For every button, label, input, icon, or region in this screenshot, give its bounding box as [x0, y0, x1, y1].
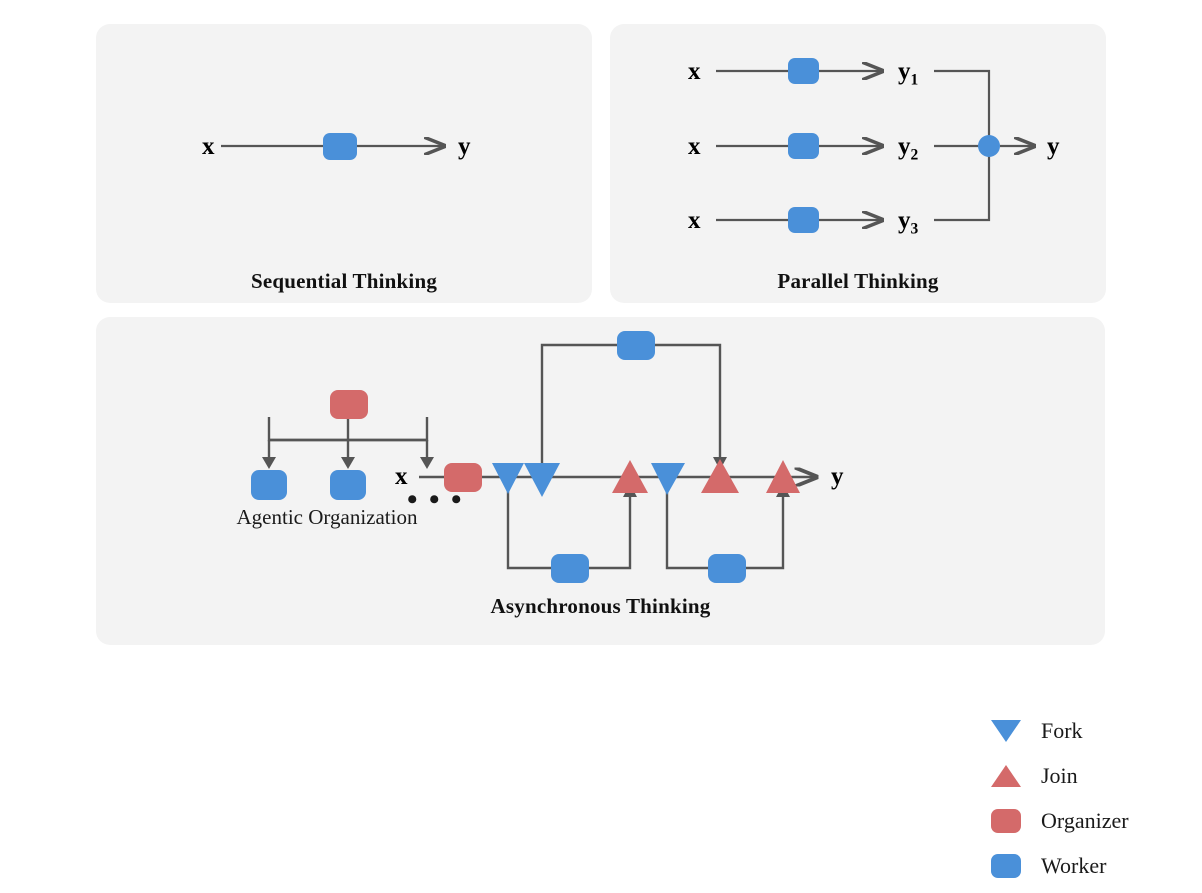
merge-dot-node — [978, 135, 1000, 157]
async-input-label: x — [395, 463, 408, 490]
org-tree-arrowhead-child2 — [341, 457, 355, 469]
worker-swatch-icon — [989, 851, 1023, 881]
sequential-output-label: y — [458, 133, 471, 160]
panel-title-async: Asynchronous Thinking — [490, 594, 711, 618]
worker-node-child2 — [330, 470, 366, 500]
parallel-input-label-3: x — [688, 207, 701, 234]
parallel-output-base-2: y — [898, 133, 911, 160]
legend-item-join: Join — [989, 758, 1129, 794]
async-diagram — [251, 331, 1105, 583]
legend-item-worker: Worker — [989, 848, 1129, 884]
panel-parallel-thinking: x x x y1 y2 y3 y Parallel Thinking — [610, 24, 1106, 303]
worker-node-child1 — [251, 470, 287, 500]
parallel-output-sub-3: 3 — [910, 220, 919, 238]
async-output-label: y — [831, 463, 844, 490]
join-marker-1 — [612, 460, 648, 493]
parallel-output-sub-2: 2 — [910, 146, 919, 164]
organizer-node-timeline — [444, 463, 482, 492]
join-marker-2 — [701, 459, 739, 493]
organizer-swatch-icon — [989, 806, 1023, 836]
worker-node-row3 — [788, 207, 819, 233]
worker-node-row1 — [788, 58, 819, 84]
parallel-final-output-label: y — [1047, 133, 1060, 160]
parallel-output-sub-1: 1 — [910, 71, 919, 89]
panel-title-parallel: Parallel Thinking — [777, 269, 939, 293]
organizer-node-root — [330, 390, 368, 419]
legend-label-organizer: Organizer — [1041, 808, 1129, 833]
legend-label-worker: Worker — [1041, 853, 1107, 878]
join-marker-3 — [766, 460, 800, 493]
parallel-output-label-3: y3 — [898, 208, 918, 237]
legend-label-fork: Fork — [1041, 718, 1083, 743]
sequential-diagram — [221, 133, 592, 160]
worker-node-below2 — [708, 554, 746, 583]
legend: Fork Join Organizer Worker — [989, 713, 1129, 893]
org-tree-arrowhead-child1 — [262, 457, 276, 469]
worker-node-above — [617, 331, 655, 360]
worker-node — [323, 133, 357, 160]
parallel-output-base-3: y — [898, 207, 911, 234]
async-branch-above-path — [540, 343, 722, 477]
legend-item-organizer: Organizer — [989, 803, 1129, 839]
legend-label-join: Join — [1041, 763, 1078, 788]
panel-sequential-thinking: x y Sequential Thinking — [96, 24, 592, 303]
fork-marker-2 — [524, 463, 560, 497]
triangle-up-icon — [989, 761, 1023, 791]
org-tree-arrowhead-child3 — [420, 457, 434, 469]
parallel-diagram — [716, 58, 1106, 233]
sequential-input-label: x — [202, 133, 215, 160]
legend-item-fork: Fork — [989, 713, 1129, 749]
figure-canvas: x y Sequential Thinking — [96, 24, 1129, 878]
panel-title-sequential: Sequential Thinking — [250, 269, 438, 293]
parallel-input-label-2: x — [688, 133, 701, 160]
parallel-output-label-1: y1 — [898, 59, 918, 88]
worker-node-row2 — [788, 133, 819, 159]
parallel-input-label-1: x — [688, 58, 701, 85]
fork-marker-3 — [651, 463, 685, 495]
fork-marker-1 — [492, 463, 524, 494]
triangle-down-icon — [989, 716, 1023, 746]
panel-asynchronous-thinking: • • • • • • Agentic Organization x y For… — [96, 317, 1129, 878]
parallel-output-base-1: y — [898, 58, 911, 85]
parallel-output-label-2: y2 — [898, 134, 918, 163]
org-ellipsis-dots: • • • — [407, 483, 464, 516]
agentic-organization-caption: Agentic Organization — [236, 505, 418, 529]
worker-node-below1 — [551, 554, 589, 583]
